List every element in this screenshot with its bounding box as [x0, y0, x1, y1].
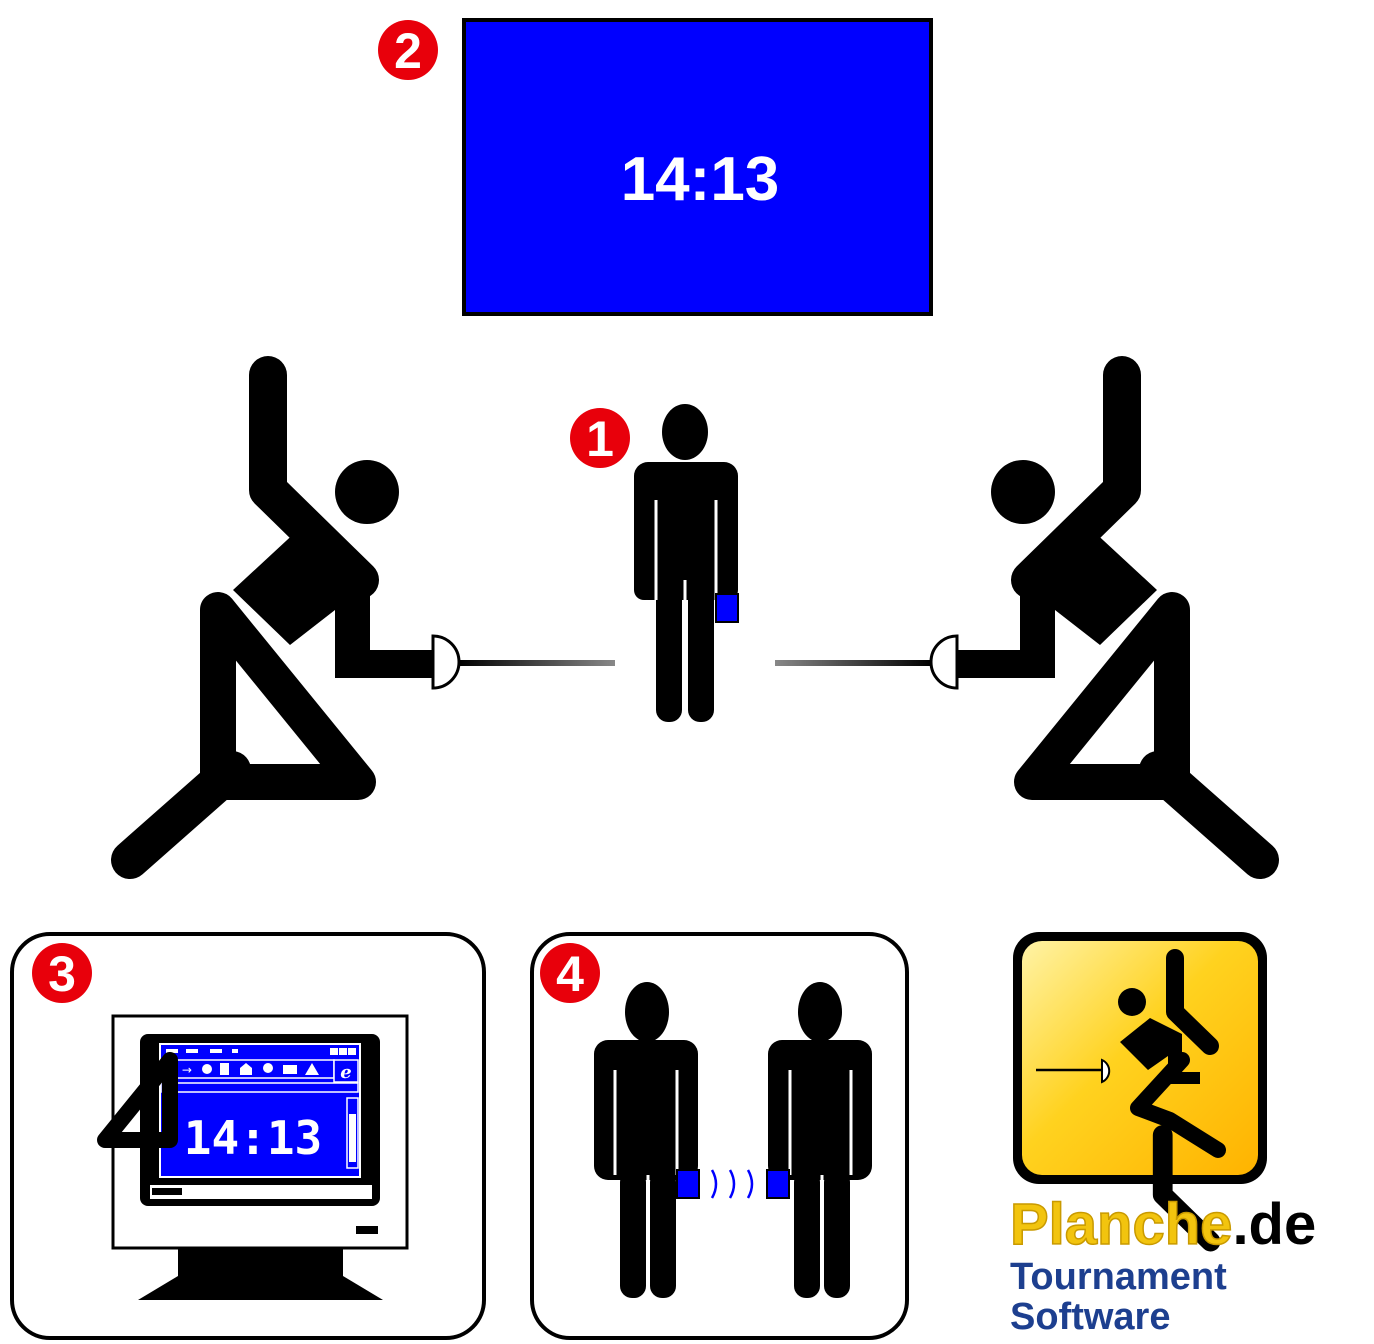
brand-name: Planche	[1009, 1192, 1233, 1257]
remote-link-panel	[530, 932, 909, 1340]
wireless-link-icon	[710, 1169, 754, 1199]
scoreboard-screen: 14:13	[462, 18, 933, 316]
svg-text:e: e	[340, 1062, 351, 1083]
badge-1-label: 1	[586, 411, 614, 467]
referee-icon	[634, 404, 739, 722]
planche-logo-icon	[97, 932, 1267, 1252]
person-left-icon	[594, 982, 700, 1298]
badge-2: 2	[378, 20, 438, 80]
badge-1: 1	[570, 408, 630, 468]
badge-3: 3	[32, 943, 92, 1003]
person-right-icon	[766, 982, 872, 1298]
brand-subtitle-2: Software	[1010, 1296, 1171, 1338]
computer-monitor-icon: ← → e 14:13	[111, 1014, 409, 1300]
brand-tld: .de	[1232, 1192, 1317, 1257]
badge-4-label: 4	[556, 946, 584, 1002]
brand-title[interactable]: Planche.de	[1009, 1195, 1374, 1255]
remote-control-icon	[715, 593, 739, 623]
brand-subtitle-1: Tournament	[1010, 1256, 1227, 1298]
scoreboard-time: 14:13	[621, 145, 780, 214]
badge-2-label: 2	[394, 23, 422, 79]
brand-block: Planche.de Tournament Software	[1009, 1195, 1374, 1338]
computer-panel: ← → e 14:13	[10, 932, 486, 1340]
badge-3-label: 3	[48, 946, 76, 1002]
badge-4: 4	[540, 943, 600, 1003]
fencer-right-icon	[775, 356, 1279, 879]
fencer-left-icon	[111, 356, 615, 879]
monitor-time: 14:13	[184, 1111, 322, 1165]
